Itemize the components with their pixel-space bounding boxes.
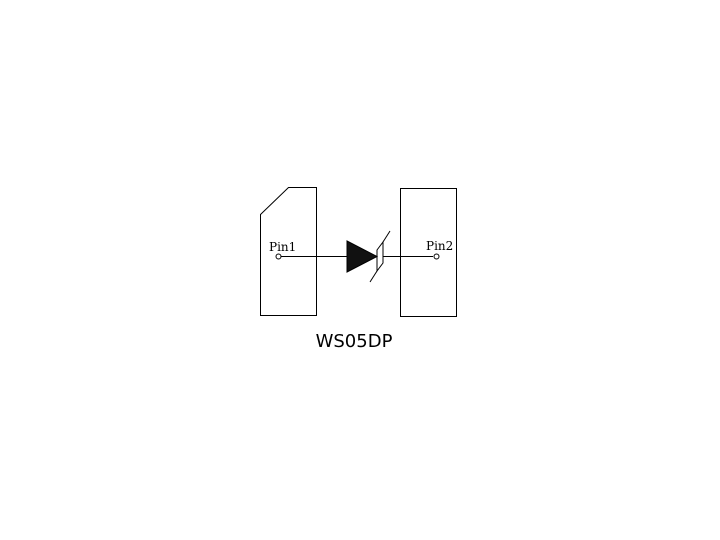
- pin1-label: Pin1: [269, 240, 296, 254]
- diode-triangle: [346, 240, 379, 273]
- pin2-terminal[interactable]: [433, 253, 440, 260]
- pin2-package-body: [400, 188, 457, 317]
- pin1-terminal[interactable]: [275, 253, 282, 260]
- diode-cathode-bar: [376, 240, 384, 273]
- pin1-package-body: [260, 187, 317, 316]
- diode-cathode-flag-bottom: [369, 270, 378, 283]
- diode-cathode-flag-top: [382, 230, 391, 243]
- part-name-label: WS05DP: [316, 331, 393, 352]
- pin2-label: Pin2: [426, 239, 453, 253]
